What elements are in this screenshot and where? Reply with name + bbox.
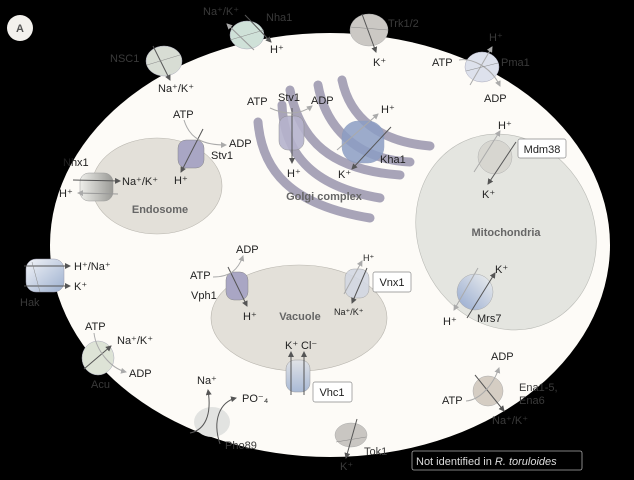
trk-label: Trk1/2 [388, 18, 419, 30]
ena-ion: Na⁺/K⁺ [492, 415, 528, 427]
mdm38-ion-b: K⁺ [482, 189, 495, 201]
transporter-kha1[interactable]: H⁺ Kha1 K⁺ [336, 104, 406, 181]
vacuole-label: Vacuole [279, 311, 321, 323]
stv1-golgi-label: Stv1 [278, 92, 300, 104]
nhx1-label: Nhx1 [63, 157, 89, 169]
transporter-vnx1[interactable]: H⁺ Na⁺/K⁺ Vnx1 [334, 253, 412, 317]
vph1-label: Vph1 [191, 290, 217, 302]
legend-species: R. toruloides [495, 456, 557, 468]
acu-adp: ADP [129, 368, 152, 380]
transporter-tok1[interactable]: Tok1 K⁺ [334, 418, 387, 473]
transporter-nsc1[interactable]: NSC1 Na⁺/K⁺ [110, 45, 194, 95]
hak-label: Hak [20, 297, 40, 309]
ena-adp: ADP [491, 351, 514, 363]
tok1-label: Tok1 [364, 446, 387, 458]
vph1-ion: H⁺ [243, 311, 257, 323]
pma1-atp: ATP [432, 57, 453, 69]
endosome-label: Endosome [132, 204, 188, 216]
pho89-label: Pho89 [225, 440, 257, 452]
ena-label-1: Ena1-5, [519, 382, 558, 394]
mrs7-ion-b: H⁺ [443, 316, 457, 328]
pma1-adp: ADP [484, 93, 507, 105]
vhc1-ion-b: Cl⁻ [301, 340, 317, 352]
transporter-ena[interactable]: ADP ATP Ena1-5, Ena6 Na⁺/K⁺ [442, 351, 558, 427]
pma1-ion: H⁺ [489, 32, 503, 44]
acu-atp: ATP [85, 321, 106, 333]
stv1-endo-ion: H⁺ [174, 175, 188, 187]
trk-ion: K⁺ [373, 57, 386, 69]
ena-label-2: Ena6 [519, 395, 545, 407]
stv1-endo-label: Stv1 [211, 150, 233, 162]
transporter-nha1[interactable]: Na⁺/K⁺ Nha1 H⁺ [203, 6, 292, 56]
legend-prefix: Not identified in [416, 456, 495, 468]
vhc1-label: Vhc1 [319, 387, 344, 399]
kha1-ion-a: H⁺ [381, 104, 395, 116]
nha1-ion-in: H⁺ [270, 44, 284, 56]
transporter-vph1[interactable]: ADP ATP Vph1 H⁺ [190, 244, 259, 323]
vph1-atp: ATP [190, 270, 211, 282]
ena-atp: ATP [442, 395, 463, 407]
transporter-acu[interactable]: ATP Na⁺/K⁺ ADP Acu [81, 321, 153, 391]
transporter-pho89[interactable]: Na⁺ PO⁻₄ Pho89 [189, 375, 269, 452]
transporter-nhx1[interactable]: Nhx1 Na⁺/K⁺ H⁺ [59, 157, 158, 202]
kha1-label: Kha1 [380, 154, 406, 166]
panel-label-text: A [16, 23, 24, 35]
mrs7-ion-a: K⁺ [495, 264, 508, 276]
panel-label: A [7, 15, 33, 41]
hak-ion-a: H⁺/Na⁺ [74, 261, 111, 273]
acu-label: Acu [91, 379, 110, 391]
nhx1-ion-a: Na⁺/K⁺ [122, 176, 158, 188]
mrs7-label: Mrs7 [477, 313, 501, 325]
vnx1-ion-a: H⁺ [363, 253, 374, 263]
stv1-golgi-ion: H⁺ [287, 168, 301, 180]
transporter-mdm38[interactable]: H⁺ Mdm38 K⁺ [473, 120, 567, 201]
kha1-ion-b: K⁺ [338, 169, 351, 181]
stv1-golgi-atp: ATP [247, 96, 268, 108]
vnx1-label: Vnx1 [379, 277, 404, 289]
pho89-ion-a: Na⁺ [197, 375, 217, 387]
nhx1-ion-b: H⁺ [59, 188, 73, 200]
pho89-ion-b: PO⁻₄ [242, 393, 269, 405]
hak-ion-b: K⁺ [74, 281, 87, 293]
legend: Not identified in R. toruloides [411, 450, 583, 471]
transporter-pma1[interactable]: ATP H⁺ Pma1 ADP [432, 32, 530, 105]
transporter-vhc1[interactable]: K⁺ Cl⁻ Vhc1 [285, 340, 353, 403]
vhc1-ion-a: K⁺ [285, 340, 298, 352]
stv1-endo-atp: ATP [173, 109, 194, 121]
vnx1-ion-b: Na⁺/K⁺ [334, 307, 364, 317]
transporter-trk[interactable]: Trk1/2 K⁺ [349, 13, 419, 69]
nha1-ion-out: Na⁺/K⁺ [203, 6, 239, 18]
acu-ion: Na⁺/K⁺ [117, 335, 153, 347]
golgi-label: Golgi complex [286, 191, 363, 203]
mitochondria-label: Mitochondria [471, 227, 541, 239]
transporter-stv1-endosome[interactable]: ATP ADP Stv1 H⁺ [173, 109, 252, 187]
nsc1-label: NSC1 [110, 53, 139, 65]
stv1-golgi-adp: ADP [311, 95, 334, 107]
nsc1-ion: Na⁺/K⁺ [158, 83, 194, 95]
stv1-endo-adp: ADP [229, 138, 252, 150]
transporter-hak[interactable]: H⁺/Na⁺ K⁺ Hak [20, 258, 111, 309]
pma1-label: Pma1 [501, 57, 530, 69]
legend-text: Not identified in R. toruloides [416, 456, 557, 468]
mdm38-label: Mdm38 [524, 144, 561, 156]
transporter-mrs7[interactable]: K⁺ H⁺ Mrs7 [443, 264, 508, 328]
mdm38-ion-a: H⁺ [498, 120, 512, 132]
transporter-stv1-golgi[interactable]: ATP Stv1 ADP H⁺ [247, 92, 334, 180]
vph1-adp: ADP [236, 244, 259, 256]
nha1-label: Nha1 [266, 12, 292, 24]
tok1-ion: K⁺ [340, 461, 353, 473]
